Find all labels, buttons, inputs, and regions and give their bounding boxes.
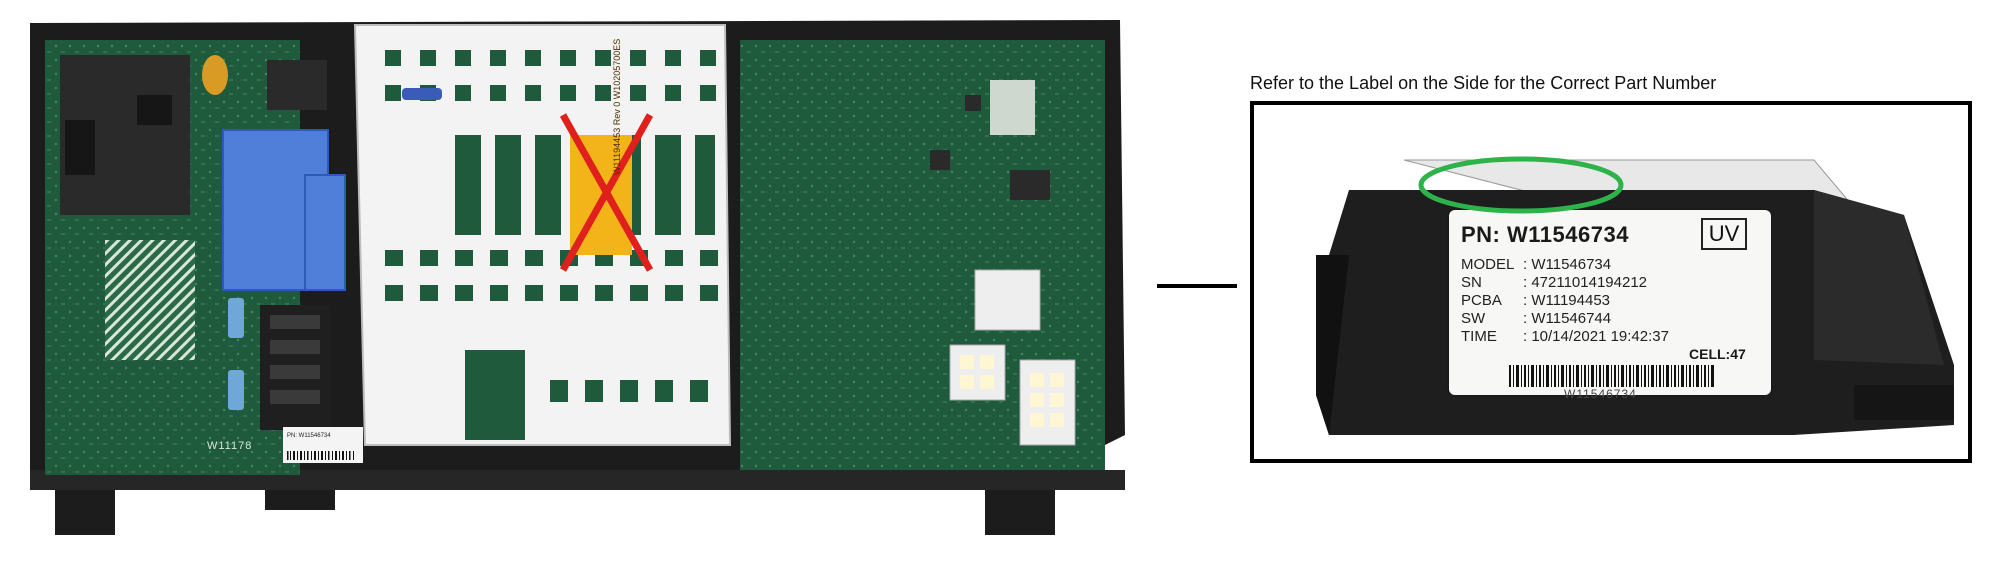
field-time-value: : 10/14/2021 19:42:37 bbox=[1523, 328, 1669, 345]
field-pcba-value: : W11194453 bbox=[1523, 292, 1611, 309]
barcode-graphic bbox=[1509, 365, 1714, 387]
field-time-key: TIME bbox=[1461, 328, 1497, 345]
field-pcba-key: PCBA bbox=[1461, 292, 1502, 309]
barcode-text: W11546734 bbox=[1564, 387, 1637, 401]
field-sn-value: : 47211014194212 bbox=[1523, 274, 1648, 291]
connector-line bbox=[1157, 284, 1237, 288]
field-model-value: : W11546734 bbox=[1523, 256, 1612, 273]
zoom-label-frame: PN: W11546734 UV MODEL : W11546734 SN : … bbox=[1250, 101, 1972, 463]
field-model-key: MODEL bbox=[1461, 256, 1515, 273]
board-small-label-text: PN: W11546734 bbox=[287, 433, 331, 439]
field-sw-key: SW bbox=[1461, 310, 1486, 327]
field-sw-value: : W11546744 bbox=[1523, 310, 1612, 327]
control-board-photo: PN: W11546734 W11178 W11194453 Rev 0 W10… bbox=[25, 15, 1145, 540]
caption-text: Refer to the Label on the Side for the C… bbox=[1250, 73, 1717, 93]
label-pn-text: PN: W11546734 bbox=[1461, 222, 1629, 247]
field-sn-key: SN bbox=[1461, 274, 1482, 291]
part-number-label: PN: W11546734 UV MODEL : W11546734 SN : … bbox=[1449, 210, 1771, 401]
label-uv-box: UV bbox=[1701, 218, 1747, 250]
board-model-text: W11178 bbox=[207, 440, 253, 452]
sticker-code-text: W11194453 Rev 0 W10205700ES bbox=[612, 38, 622, 175]
pn-highlight-ellipse bbox=[1418, 156, 1624, 214]
label-cell-text: CELL:47 bbox=[1689, 346, 1746, 362]
control-board-illustration bbox=[30, 20, 1125, 535]
